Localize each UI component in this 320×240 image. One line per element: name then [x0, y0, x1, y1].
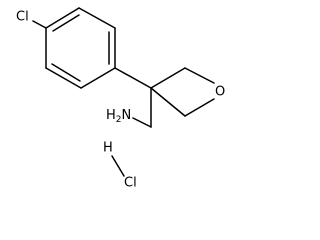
oxane-ring [150, 67, 215, 117]
bond-ring-1 [45, 7, 80, 29]
bond-ring-2 [78, 7, 116, 29]
bond-oxane-2 [184, 67, 215, 84]
bond-oxane-3 [184, 98, 215, 117]
bond-ch2-n [132, 117, 152, 128]
bond-aryl-quaternary [114, 67, 152, 89]
chlorophenyl-ring [32, 7, 116, 89]
bond-ring-5-inner [51, 63, 81, 82]
bond-ring-1-inner [52, 14, 80, 32]
hcl-chlorine-label: Cl [124, 176, 137, 189]
bond-ring-4 [80, 67, 116, 89]
oxygen-label: O [215, 85, 225, 100]
bond-cl-c1 [32, 20, 47, 29]
chemical-structure: Cl O H2N H Cl [16, 7, 225, 189]
bond-oxane-1 [150, 67, 186, 89]
bond-ring-5 [45, 67, 82, 89]
bond-h-cl [111, 155, 125, 177]
chlorine-aryl-label: Cl [16, 10, 29, 25]
amine-label: H2N [106, 108, 131, 125]
hcl-hydrogen-label: H [103, 141, 113, 156]
bond-oxane-4 [150, 87, 186, 117]
